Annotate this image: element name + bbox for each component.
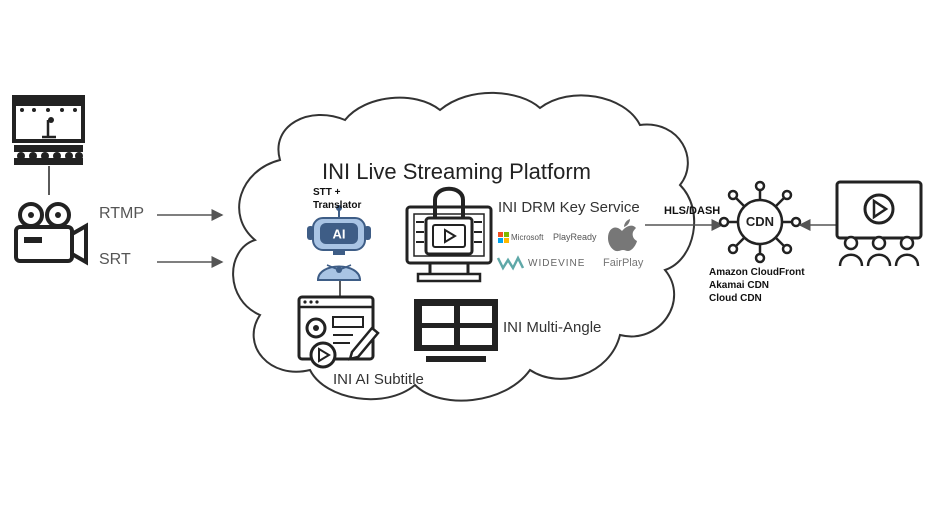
playready-label: PlayReady	[553, 232, 597, 242]
subtitle-editor-icon	[297, 295, 380, 369]
cdn-network-icon	[718, 180, 802, 264]
cdn-provider-1: Amazon CloudFront	[709, 267, 805, 278]
ai-badge: AI	[333, 227, 346, 242]
cdn-provider-3: Cloud CDN	[709, 293, 762, 304]
video-camera-icon	[14, 202, 88, 266]
cdn-provider-2: Akamai CDN	[709, 280, 770, 291]
stage-audience-icon	[12, 95, 85, 165]
widevine-logo-icon	[496, 255, 525, 271]
drm-service-label: INI DRM Key Service	[498, 199, 640, 216]
platform-title: INI Live Streaming Platform	[322, 159, 591, 184]
ingest-protocol-rtmp: RTMP	[99, 205, 145, 222]
ai-label-line2: Translator	[313, 200, 362, 211]
multiangle-service-label: INI Multi-Angle	[503, 319, 602, 336]
fairplay-label: FairPlay	[603, 257, 644, 269]
apple-logo-icon	[608, 219, 637, 252]
ingest-protocol-srt: SRT	[99, 251, 131, 268]
ai-label-line1: STT +	[313, 187, 341, 198]
microsoft-label: Microsoft	[511, 233, 544, 242]
multi-angle-monitor-icon	[414, 299, 498, 362]
ai-robot-icon: AI	[307, 205, 371, 281]
widevine-label: WIDEVINE	[528, 258, 586, 269]
cdn-icon-text: CDN	[745, 214, 775, 229]
drm-lock-monitor-icon	[405, 186, 493, 283]
microsoft-logo-icon	[498, 232, 509, 243]
delivery-protocol-label: HLS/DASH	[664, 205, 721, 217]
viewers-screen-icon	[835, 180, 923, 267]
subtitle-service-label: INI AI Subtitle	[333, 371, 424, 388]
